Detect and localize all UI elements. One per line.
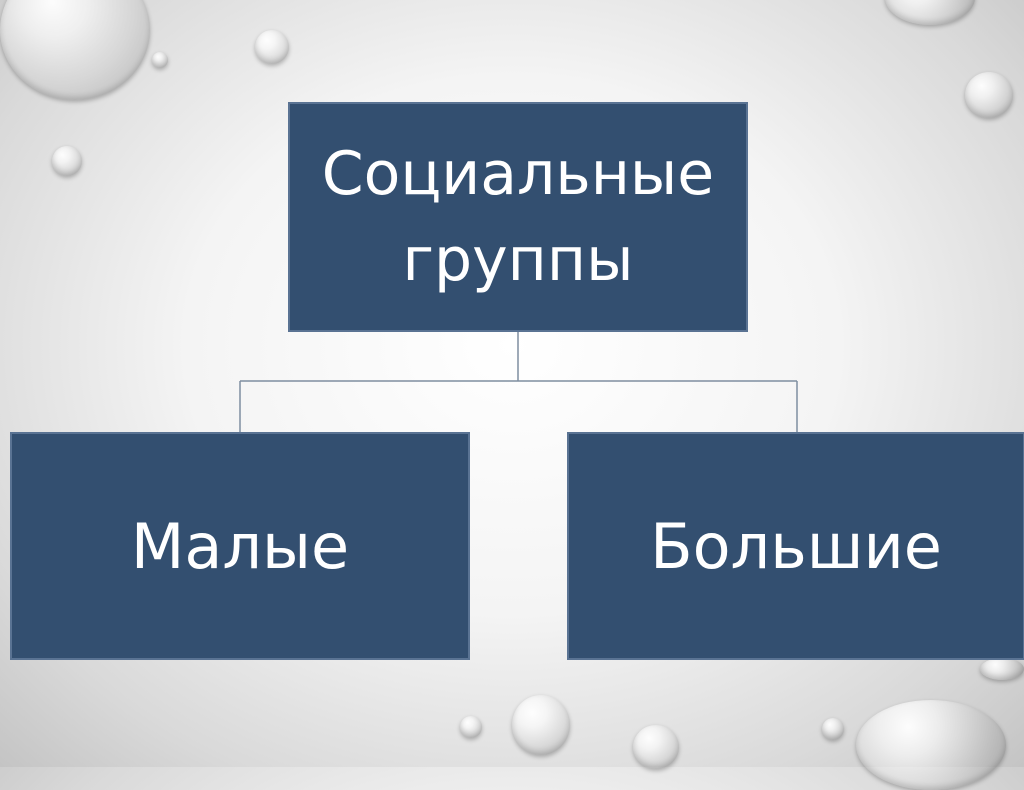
water-drop-decoration <box>460 716 482 738</box>
child-node-small: Малые <box>10 432 470 660</box>
water-drop-decoration <box>255 30 289 64</box>
water-drop-decoration <box>52 146 82 176</box>
water-drop-decoration <box>152 52 168 68</box>
water-drop-decoration <box>822 718 844 740</box>
child-node-large: Большие <box>567 432 1024 660</box>
child-node-small-label: Малые <box>130 509 350 583</box>
water-drop-decoration <box>512 695 570 755</box>
connector-lines <box>239 332 798 432</box>
water-drop-decoration <box>980 658 1024 680</box>
root-node-label: Социальные группы <box>321 139 715 295</box>
water-drop-decoration <box>965 72 1013 118</box>
water-drop-decoration <box>633 725 679 769</box>
root-node-social-groups: Социальные группы <box>288 102 748 332</box>
child-node-large-label: Большие <box>650 509 942 583</box>
